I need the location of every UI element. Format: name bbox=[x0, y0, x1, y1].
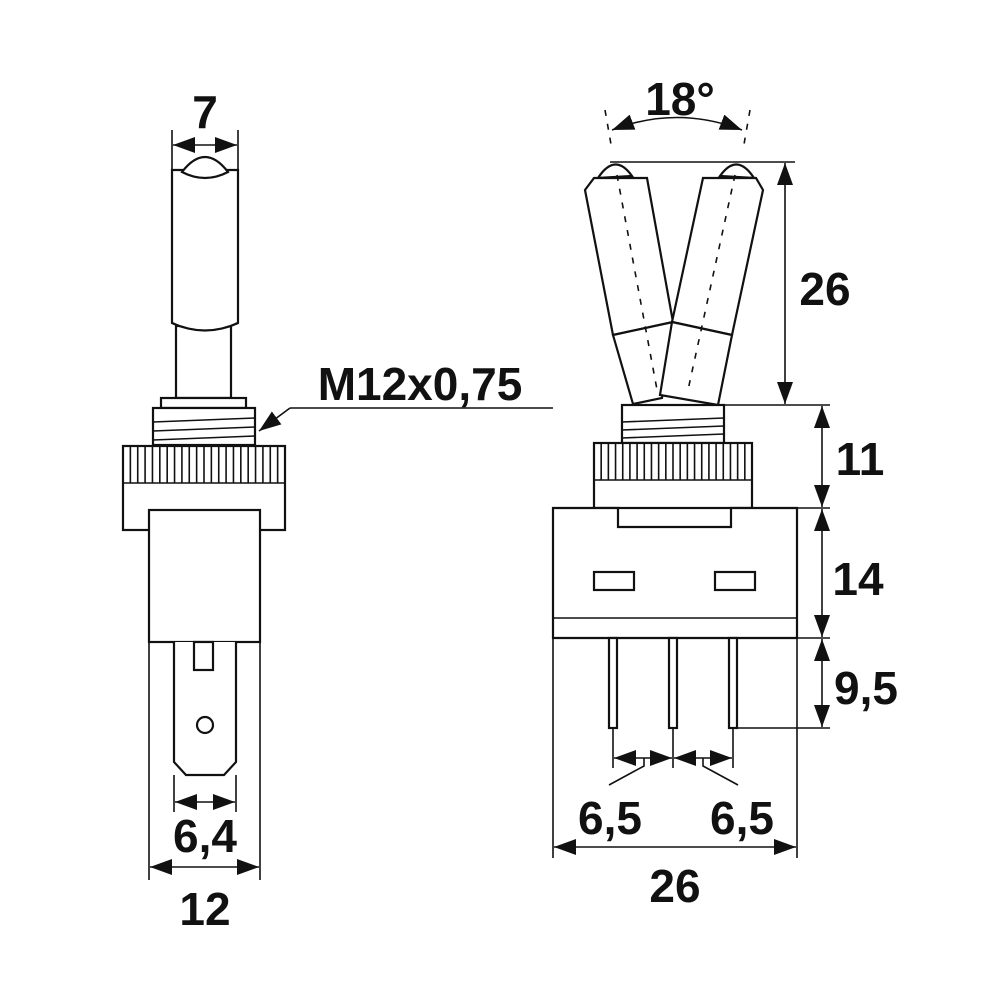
lever bbox=[170, 156, 240, 400]
pin-pitch-right-label: 6,5 bbox=[710, 792, 774, 844]
front-view: 18° 26 11 14 9,5 6,5 6,5 26 bbox=[551, 73, 898, 912]
bushing bbox=[151, 396, 257, 447]
front-bushing bbox=[620, 403, 726, 445]
thread-label: M12x0,75 bbox=[318, 358, 523, 410]
side-body-width-label: 12 bbox=[179, 883, 230, 935]
pin-length-label: 9,5 bbox=[834, 662, 898, 714]
front-housing bbox=[551, 506, 799, 858]
angle-label: 18° bbox=[645, 73, 715, 125]
front-dimensions bbox=[554, 109, 830, 855]
terminal-width-label: 6,4 bbox=[173, 810, 237, 862]
front-knurled-nut bbox=[592, 441, 754, 510]
pin-pitch-left-label: 6,5 bbox=[578, 792, 642, 844]
lever-height-label: 26 bbox=[799, 263, 850, 315]
front-body-width-label: 26 bbox=[649, 860, 700, 912]
side-view: 7 M12x0,75 6,4 12 bbox=[121, 86, 553, 935]
bushing-height-label: 11 bbox=[836, 433, 885, 485]
lever-width-label: 7 bbox=[192, 86, 218, 138]
terminal bbox=[172, 640, 238, 812]
levers bbox=[583, 163, 765, 407]
side-dimensions bbox=[150, 130, 553, 875]
pins bbox=[607, 636, 739, 768]
body-height-label: 14 bbox=[832, 553, 884, 605]
